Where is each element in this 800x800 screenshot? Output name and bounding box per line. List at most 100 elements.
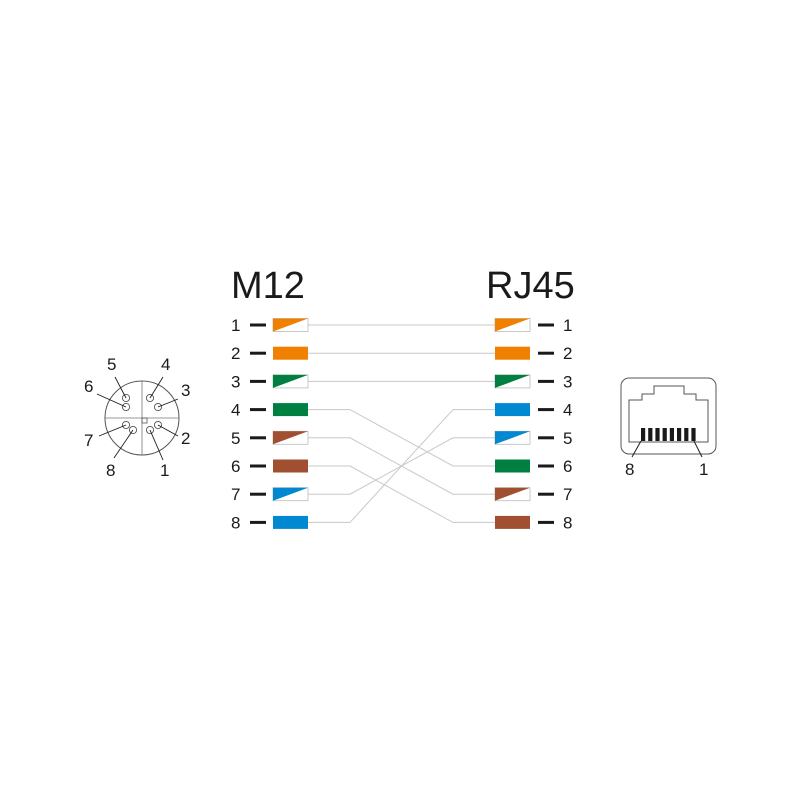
rj45-pin-lead	[538, 323, 554, 327]
m12-pin-number: 5	[231, 429, 240, 448]
rj45-pin-lead	[538, 379, 554, 383]
m12-pin-list: 1 2 3 4 5 6 7 8	[231, 316, 309, 532]
rj45-pin-row: 3	[494, 372, 572, 391]
m12-face-pin-label: 5	[107, 355, 116, 374]
m12-pin-leader	[98, 424, 127, 437]
rj45-pin-list: 1 2 3 4 5 6 7 8	[494, 316, 572, 532]
m12-pin-lead	[250, 351, 266, 355]
m12-wire-color-block	[272, 318, 309, 332]
m12-pin-number: 2	[231, 344, 240, 363]
rj45-contact	[641, 428, 646, 441]
rj45-pin-lead	[538, 408, 554, 412]
rj45-pin-row: 2	[495, 344, 572, 363]
m12-pin-lead	[250, 379, 266, 383]
rj45-contact	[684, 428, 689, 441]
m12-pin-leader	[113, 429, 134, 459]
rj45-pin-number: 7	[563, 485, 572, 504]
m12-wire-color-block	[272, 374, 309, 389]
rj45-contact	[655, 428, 660, 441]
rj45-pin-row: 7	[494, 485, 572, 504]
rj45-pin-row: 6	[495, 457, 572, 476]
m12-pin-leader	[157, 398, 179, 408]
wire-connection	[308, 409, 495, 467]
m12-pin-leader	[96, 393, 127, 408]
m12-pin-leader	[114, 376, 127, 399]
m12-title: M12	[231, 265, 305, 307]
m12-pin-row: 5	[231, 429, 309, 448]
rj45-contacts	[641, 428, 696, 441]
rj45-jack-outline	[620, 377, 717, 455]
rj45-wire-color-block	[495, 515, 530, 529]
rj45-wire-color-block	[494, 430, 531, 445]
m12-face-pin-label: 2	[181, 429, 190, 448]
rj45-contact	[677, 428, 682, 441]
rj45-face-label-1: 1	[699, 460, 708, 479]
rj45-connector-icon: 8 1	[620, 377, 717, 479]
m12-pin-row: 6	[231, 457, 308, 476]
m12-wire-color-block	[272, 487, 309, 502]
rj45-leader-1	[693, 440, 703, 458]
rj45-wire-color-block	[494, 318, 531, 332]
wire-connection	[308, 465, 495, 523]
m12-pin-row: 3	[231, 372, 309, 391]
rj45-contact	[662, 428, 667, 441]
rj45-pin-number: 6	[563, 457, 572, 476]
rj45-pin-lead	[538, 351, 554, 355]
m12-face-pin-label: 6	[84, 377, 93, 396]
rj45-pin-lead	[538, 520, 554, 524]
m12-pin-number: 3	[231, 372, 240, 391]
m12-pin-lead	[250, 436, 266, 440]
wire-connections	[308, 324, 495, 523]
m12-pin-row: 8	[231, 513, 308, 532]
rj45-pin-lead	[538, 436, 554, 440]
rj45-pin-row: 1	[494, 316, 572, 335]
m12-wire-color-block	[272, 430, 309, 445]
m12-face-pin-label: 8	[106, 461, 115, 480]
rj45-wire-color-block	[495, 459, 530, 473]
rj45-leader-8	[631, 440, 642, 458]
rj45-jack-opening	[628, 385, 709, 443]
m12-face-pin-label: 4	[161, 355, 170, 374]
rj45-wire-color-block	[495, 346, 530, 360]
rj45-pin-number: 3	[563, 372, 572, 391]
m12-pin-row: 1	[231, 316, 309, 335]
rj45-pin-number: 8	[563, 513, 572, 532]
m12-pin-leader	[149, 429, 164, 461]
m12-wire-color-block	[273, 459, 308, 473]
m12-face-pin-label: 3	[181, 381, 190, 400]
rj45-pin-number: 1	[563, 316, 572, 335]
m12-pin-number: 6	[231, 457, 240, 476]
m12-pin-number: 4	[231, 401, 240, 420]
m12-pin-row: 7	[231, 485, 309, 504]
m12-pin-leader	[157, 424, 179, 437]
m12-pin-lead	[250, 464, 266, 468]
m12-face-pin-label: 7	[84, 431, 93, 450]
rj45-pin-lead	[538, 492, 554, 496]
m12-pin-lead	[250, 520, 266, 524]
m12-wire-color-block	[273, 515, 308, 529]
wire-connection	[308, 409, 495, 523]
m12-pin-leader	[149, 376, 164, 399]
rj45-title: RJ45	[486, 265, 575, 307]
rj45-pin-row: 4	[495, 401, 572, 420]
m12-pin-number: 8	[231, 513, 240, 532]
m12-wire-color-block	[273, 346, 308, 360]
rj45-contact	[648, 428, 653, 441]
rj45-pin-lead	[538, 464, 554, 468]
rj45-wire-color-block	[495, 403, 530, 417]
m12-pin-row: 2	[231, 344, 308, 363]
rj45-wire-color-block	[494, 487, 531, 502]
rj45-pin-row: 8	[495, 513, 572, 532]
m12-wire-color-block	[273, 403, 308, 417]
m12-pin-lead	[250, 408, 266, 412]
m12-center-key	[141, 417, 148, 424]
rj45-contact	[669, 428, 674, 441]
m12-pin-lead	[250, 323, 266, 327]
rj45-pin-number: 5	[563, 429, 572, 448]
rj45-pin-number: 4	[563, 401, 572, 420]
m12-pin-number: 7	[231, 485, 240, 504]
rj45-pin-number: 2	[563, 344, 572, 363]
m12-pin-row: 4	[231, 401, 308, 420]
